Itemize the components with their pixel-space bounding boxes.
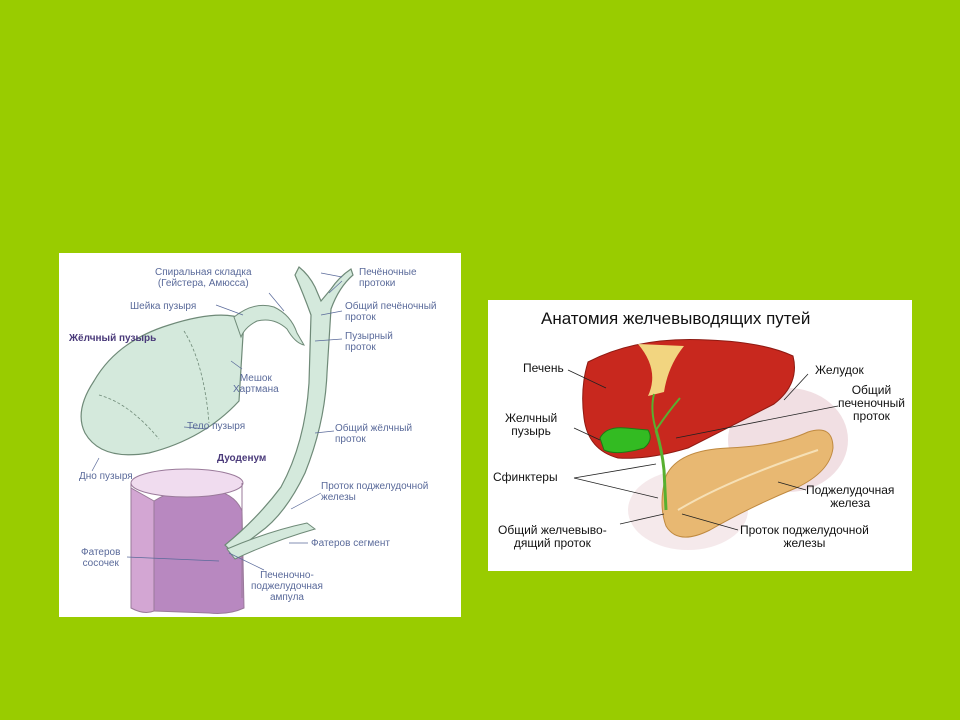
gallbladder-label: Желчный пузырь [505, 411, 558, 439]
ampulla-label: Печеночно- поджелудочная ампула [251, 570, 323, 603]
body-label: Тело пузыря [187, 421, 246, 432]
common-bile-duct-label: Общий желчевыво- дящий проток [498, 523, 607, 551]
liver-label: Печень [523, 361, 564, 375]
vater-segment-label: Фатеров сегмент [311, 538, 390, 549]
diagram-title: Анатомия желчевыводящих путей [541, 309, 811, 328]
gallbladder-label: Жёлчный пузырь [69, 333, 157, 344]
spiral-fold-label: Спиральная складка (Гейстера, Амюсса) [155, 267, 252, 289]
stomach-label: Желудок [815, 363, 864, 377]
vater-papilla-label: Фатеров сосочек [81, 547, 121, 569]
pancreatic-duct-label: Проток поджелудочной железы [321, 481, 429, 503]
pancreas-label: Поджелудочная железа [806, 483, 895, 511]
gallbladder-anatomy-diagram: Спиральная складка (Гейстера, Амюсса) Пе… [59, 253, 461, 617]
gallbladder-illustration [80, 266, 354, 614]
sphincters-label: Сфинктеры [493, 470, 558, 484]
biliary-tract-anatomy-diagram: Анатомия желчевыводящих путей Печень [488, 300, 912, 571]
common-bile-duct-label: Общий жёлчный проток [335, 423, 413, 445]
common-hepatic-duct-label: Общий печёночный проток [345, 301, 437, 323]
pancreatic-duct-label: Проток поджелудочной железы [740, 523, 869, 551]
hepatic-ducts-label: Печёночные протоки [359, 267, 417, 289]
cystic-duct-label: Пузырный проток [345, 331, 393, 353]
duodenum-label: Дуоденум [217, 453, 267, 464]
neck-label: Шейка пузыря [130, 301, 197, 312]
fundus-label: Дно пузыря [79, 471, 133, 482]
common-hepatic-duct-label: Общий печеночный проток [838, 383, 905, 424]
hartmann-pouch-label: Мешок Хартмана [233, 373, 279, 395]
biliary-illustration [567, 339, 848, 550]
